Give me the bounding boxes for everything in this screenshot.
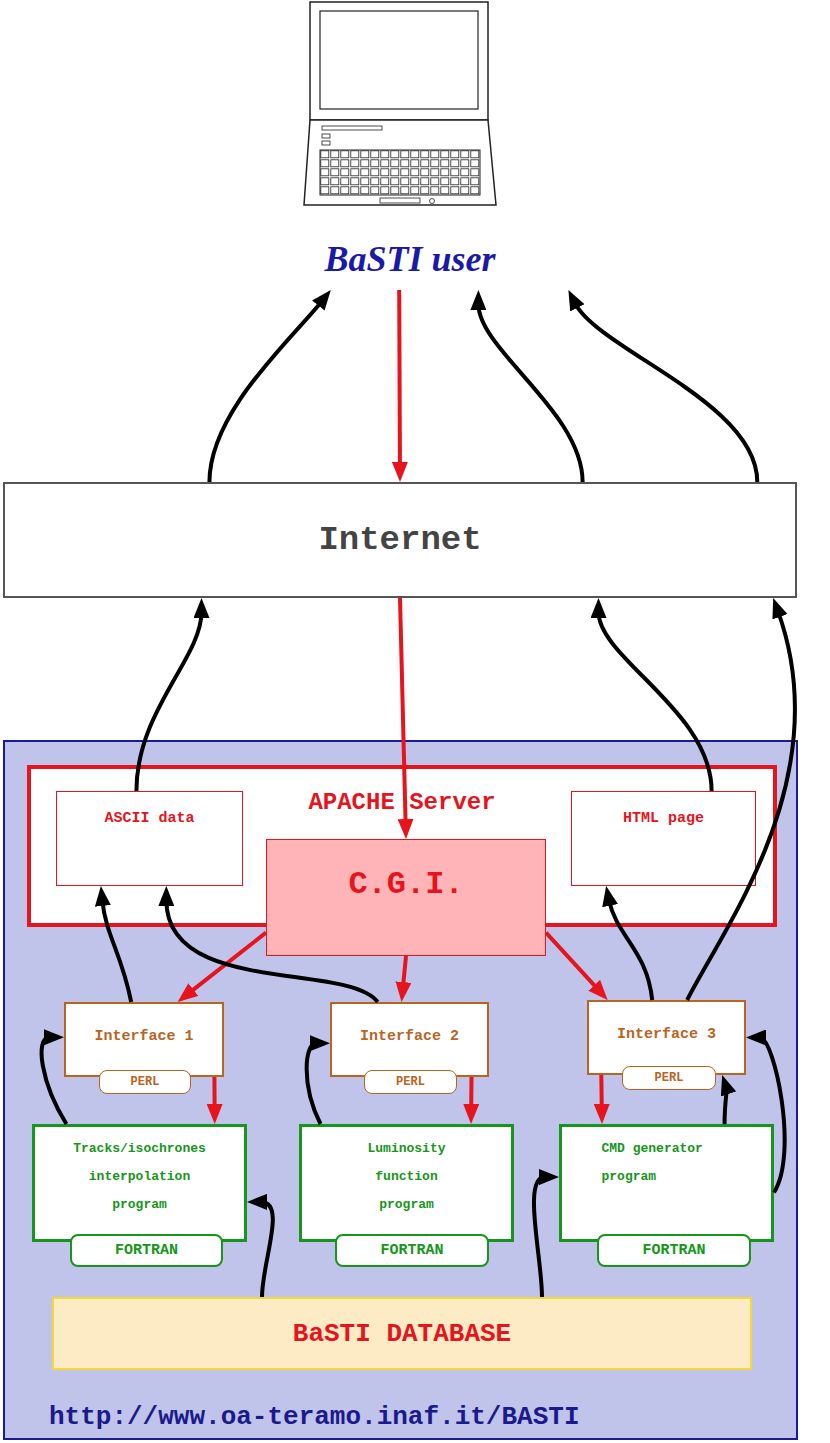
- language-tag: FORTRAN: [70, 1234, 223, 1267]
- response-arrow: [609, 900, 652, 1000]
- node-label: Interface 3: [617, 1026, 716, 1043]
- request-arrow: [403, 956, 406, 988]
- node-label: C.G.I.: [348, 866, 463, 903]
- node-label: PERL: [396, 1075, 425, 1089]
- laptop-slot: [322, 134, 330, 138]
- laptop-screen: [320, 11, 478, 109]
- language-tag: PERL: [99, 1070, 191, 1094]
- cgi-box: C.G.I.: [266, 839, 546, 956]
- node-label: ASCII data: [104, 810, 194, 827]
- database-box: BaSTI DATABASE: [52, 1297, 752, 1370]
- language-tag: PERL: [364, 1070, 457, 1094]
- node-label: HTML page: [623, 810, 704, 827]
- node-label: FORTRAN: [642, 1237, 705, 1265]
- output-box: HTML page: [571, 791, 756, 886]
- request-arrow: [469, 1077, 473, 1110]
- response-arrow: [136, 612, 201, 791]
- node-label: PERL: [131, 1075, 160, 1089]
- interface-box: Interface 3PERL: [587, 1000, 746, 1075]
- response-arrow: [166, 900, 377, 1002]
- laptop-base: [304, 120, 496, 205]
- laptop-slot: [322, 126, 382, 130]
- user-node: BaSTI user: [230, 0, 590, 290]
- node-label: BaSTI DATABASE: [293, 1319, 511, 1349]
- response-arrow: [760, 1038, 785, 1193]
- node-label: CMD generator program: [602, 1135, 732, 1191]
- node-label: FORTRAN: [115, 1237, 178, 1265]
- request-arrow: [212, 1077, 216, 1110]
- laptop-button: [430, 199, 435, 204]
- output-box: ASCII data: [56, 791, 243, 886]
- response-arrow: [534, 1177, 545, 1297]
- program-box: CMD generator programFORTRAN: [559, 1124, 774, 1242]
- response-arrow: [261, 1202, 273, 1297]
- laptop-keyboard: [320, 150, 480, 195]
- response-arrow: [307, 1043, 321, 1124]
- node-label: http://www.oa-teramo.inaf.it/BASTI: [49, 1402, 580, 1432]
- response-arrow: [478, 304, 582, 482]
- node-label: Internet: [318, 521, 481, 559]
- response-arrow: [599, 612, 712, 791]
- request-arrow: [546, 933, 598, 990]
- interface-box: Interface 1PERL: [64, 1002, 224, 1077]
- program-box: Tracks/isochrones interpolation programF…: [32, 1124, 247, 1242]
- request-arrow: [397, 290, 402, 468]
- response-arrow: [575, 303, 758, 482]
- server-box: APACHE ServerASCII data HTML pageC.G.I.: [27, 765, 777, 927]
- laptop-touchpad: [380, 198, 420, 203]
- interface-box: Interface 2PERL: [330, 1002, 489, 1077]
- node-label: Luminosity function program: [357, 1135, 457, 1219]
- response-arrow: [102, 900, 131, 1002]
- node-label: Tracks/isochrones interpolation program: [60, 1135, 220, 1219]
- response-arrow: [42, 1037, 67, 1124]
- response-arrow: [209, 301, 322, 482]
- request-arrow: [599, 1075, 603, 1110]
- language-tag: FORTRAN: [597, 1234, 751, 1267]
- request-arrow: [400, 598, 406, 825]
- response-arrow: [687, 611, 795, 1000]
- laptop-lid: [310, 2, 488, 120]
- language-tag: FORTRAN: [335, 1234, 489, 1267]
- node-label: APACHE Server: [308, 789, 495, 816]
- node-label: Interface 1: [94, 1028, 193, 1045]
- response-arrow: [725, 1088, 727, 1124]
- network-box: Internet: [3, 482, 797, 598]
- node-label: BaSTI user: [324, 238, 495, 280]
- node-label: PERL: [655, 1071, 684, 1085]
- program-box: Luminosity function programFORTRAN: [299, 1124, 514, 1242]
- language-tag: PERL: [622, 1066, 716, 1090]
- laptop-slot: [322, 141, 330, 145]
- node-label: Interface 2: [360, 1028, 459, 1045]
- server-region: http://www.oa-teramo.inaf.it/BASTI APACHE…: [3, 740, 798, 1440]
- node-label: FORTRAN: [380, 1237, 443, 1265]
